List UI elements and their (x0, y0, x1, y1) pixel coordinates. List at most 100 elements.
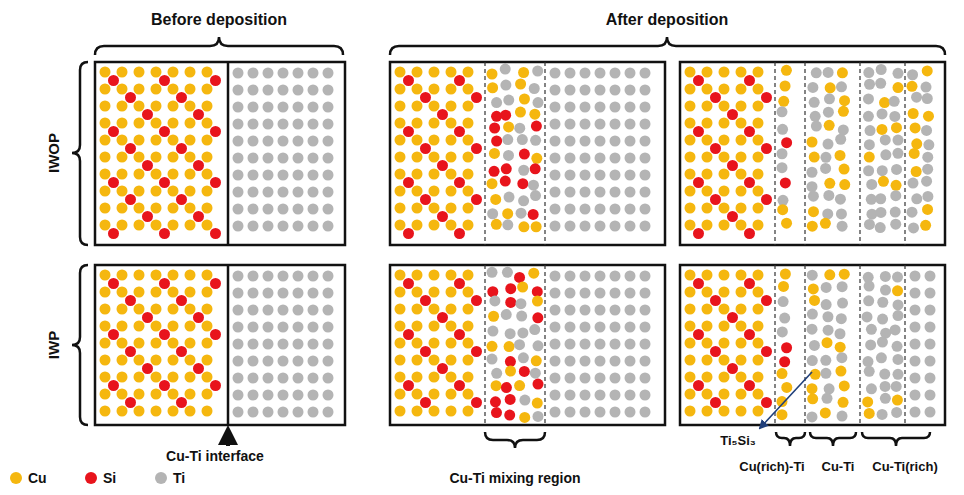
atom-dot (185, 304, 196, 315)
atom-dot (515, 79, 526, 90)
atom-dot (922, 191, 933, 202)
atom-dot (504, 410, 515, 421)
atom-dot (278, 102, 289, 113)
atom-dot (202, 372, 213, 383)
atom-dot (159, 329, 170, 340)
atom-dot (100, 304, 111, 315)
atom-dot (595, 305, 606, 316)
atom-dot (565, 390, 576, 401)
atom-dot (719, 118, 730, 129)
atom-dot (820, 368, 831, 379)
atom-dot (777, 162, 788, 173)
atom-dot (323, 204, 334, 215)
atom-dot (412, 355, 423, 366)
atom-dot (640, 390, 651, 401)
atom-dot (822, 337, 833, 348)
atom-dot (736, 406, 747, 417)
atom-dot (500, 64, 511, 75)
atom-dot (502, 134, 513, 145)
atom-dot (308, 102, 319, 113)
atom-dot (823, 190, 834, 201)
atom-dot (550, 356, 561, 367)
atom-dot (248, 136, 259, 147)
atom-dot (323, 221, 334, 232)
atom-dot (395, 186, 406, 197)
atom-dot (809, 97, 820, 108)
atom-dot (719, 203, 730, 214)
atom-dot (323, 356, 334, 367)
atom-dot (580, 407, 591, 418)
atom-dot (610, 119, 621, 130)
atom-dot (395, 203, 406, 214)
atom-dot (168, 67, 179, 78)
atom-dot (395, 67, 406, 78)
atom-dot (503, 150, 514, 161)
label-holder: Cu(rich)-Ti (739, 457, 804, 475)
atom-dot (625, 288, 636, 299)
atom-dot (293, 356, 304, 367)
atom-dot (753, 321, 764, 332)
atom-dot (463, 220, 474, 231)
atom-dot (185, 186, 196, 197)
atom-dot (837, 281, 848, 292)
atom-dot (863, 67, 874, 78)
atom-dot (595, 339, 606, 350)
atom-dot (550, 102, 561, 113)
atom-dot (889, 111, 900, 122)
atom-dot (151, 372, 162, 383)
atom-dot (263, 271, 274, 282)
legend-item: Ti (155, 470, 185, 486)
atom-dot (702, 338, 713, 349)
label-holder: IWOP (45, 133, 63, 173)
atom-dot (863, 111, 874, 122)
atom-dot (323, 339, 334, 350)
atom-dot (519, 366, 530, 377)
atom-dot (308, 407, 319, 418)
atom-dot (610, 204, 621, 215)
atom-dot (879, 97, 890, 108)
atom-dot (640, 322, 651, 333)
atom-dot (823, 67, 834, 78)
atom-dot (168, 169, 179, 180)
atom-dot (702, 355, 713, 366)
atom-dot (263, 373, 274, 384)
atom-dot (864, 79, 875, 90)
atom-dot (610, 221, 621, 232)
atom-dot (293, 221, 304, 232)
atom-dot (877, 409, 888, 420)
atom-dot (420, 397, 431, 408)
atom-dot (202, 169, 213, 180)
atom-dot (308, 204, 319, 215)
atom-dot (395, 406, 406, 417)
atom-dot (625, 153, 636, 164)
atom-dot (820, 407, 831, 418)
atom-dot (100, 186, 111, 197)
atom-dot (142, 160, 153, 171)
atom-dot (727, 109, 738, 120)
atom-dot (323, 407, 334, 418)
atom-dot (892, 272, 903, 283)
atom-dot (151, 338, 162, 349)
atom-dot (838, 124, 849, 135)
atom-dot (487, 208, 498, 219)
atom-dot (820, 163, 831, 174)
atom-dot (487, 178, 498, 189)
atom-dot (779, 313, 790, 324)
atom-dot (836, 81, 847, 92)
atom-dot (702, 287, 713, 298)
atom-dot (463, 287, 474, 298)
atom-dot (395, 101, 406, 112)
atom-dot (159, 75, 170, 86)
atom-dot (595, 153, 606, 164)
atom-dot (420, 346, 431, 357)
atom-dot (429, 152, 440, 163)
atom-dot (595, 119, 606, 130)
atom-dot (625, 322, 636, 333)
atom-dot (518, 67, 529, 78)
atom-dot (702, 372, 713, 383)
atom-dot (610, 153, 621, 164)
atom-dot (100, 203, 111, 214)
atom-dot (108, 126, 119, 137)
atom-dot (117, 406, 128, 417)
atom-dot (565, 288, 576, 299)
